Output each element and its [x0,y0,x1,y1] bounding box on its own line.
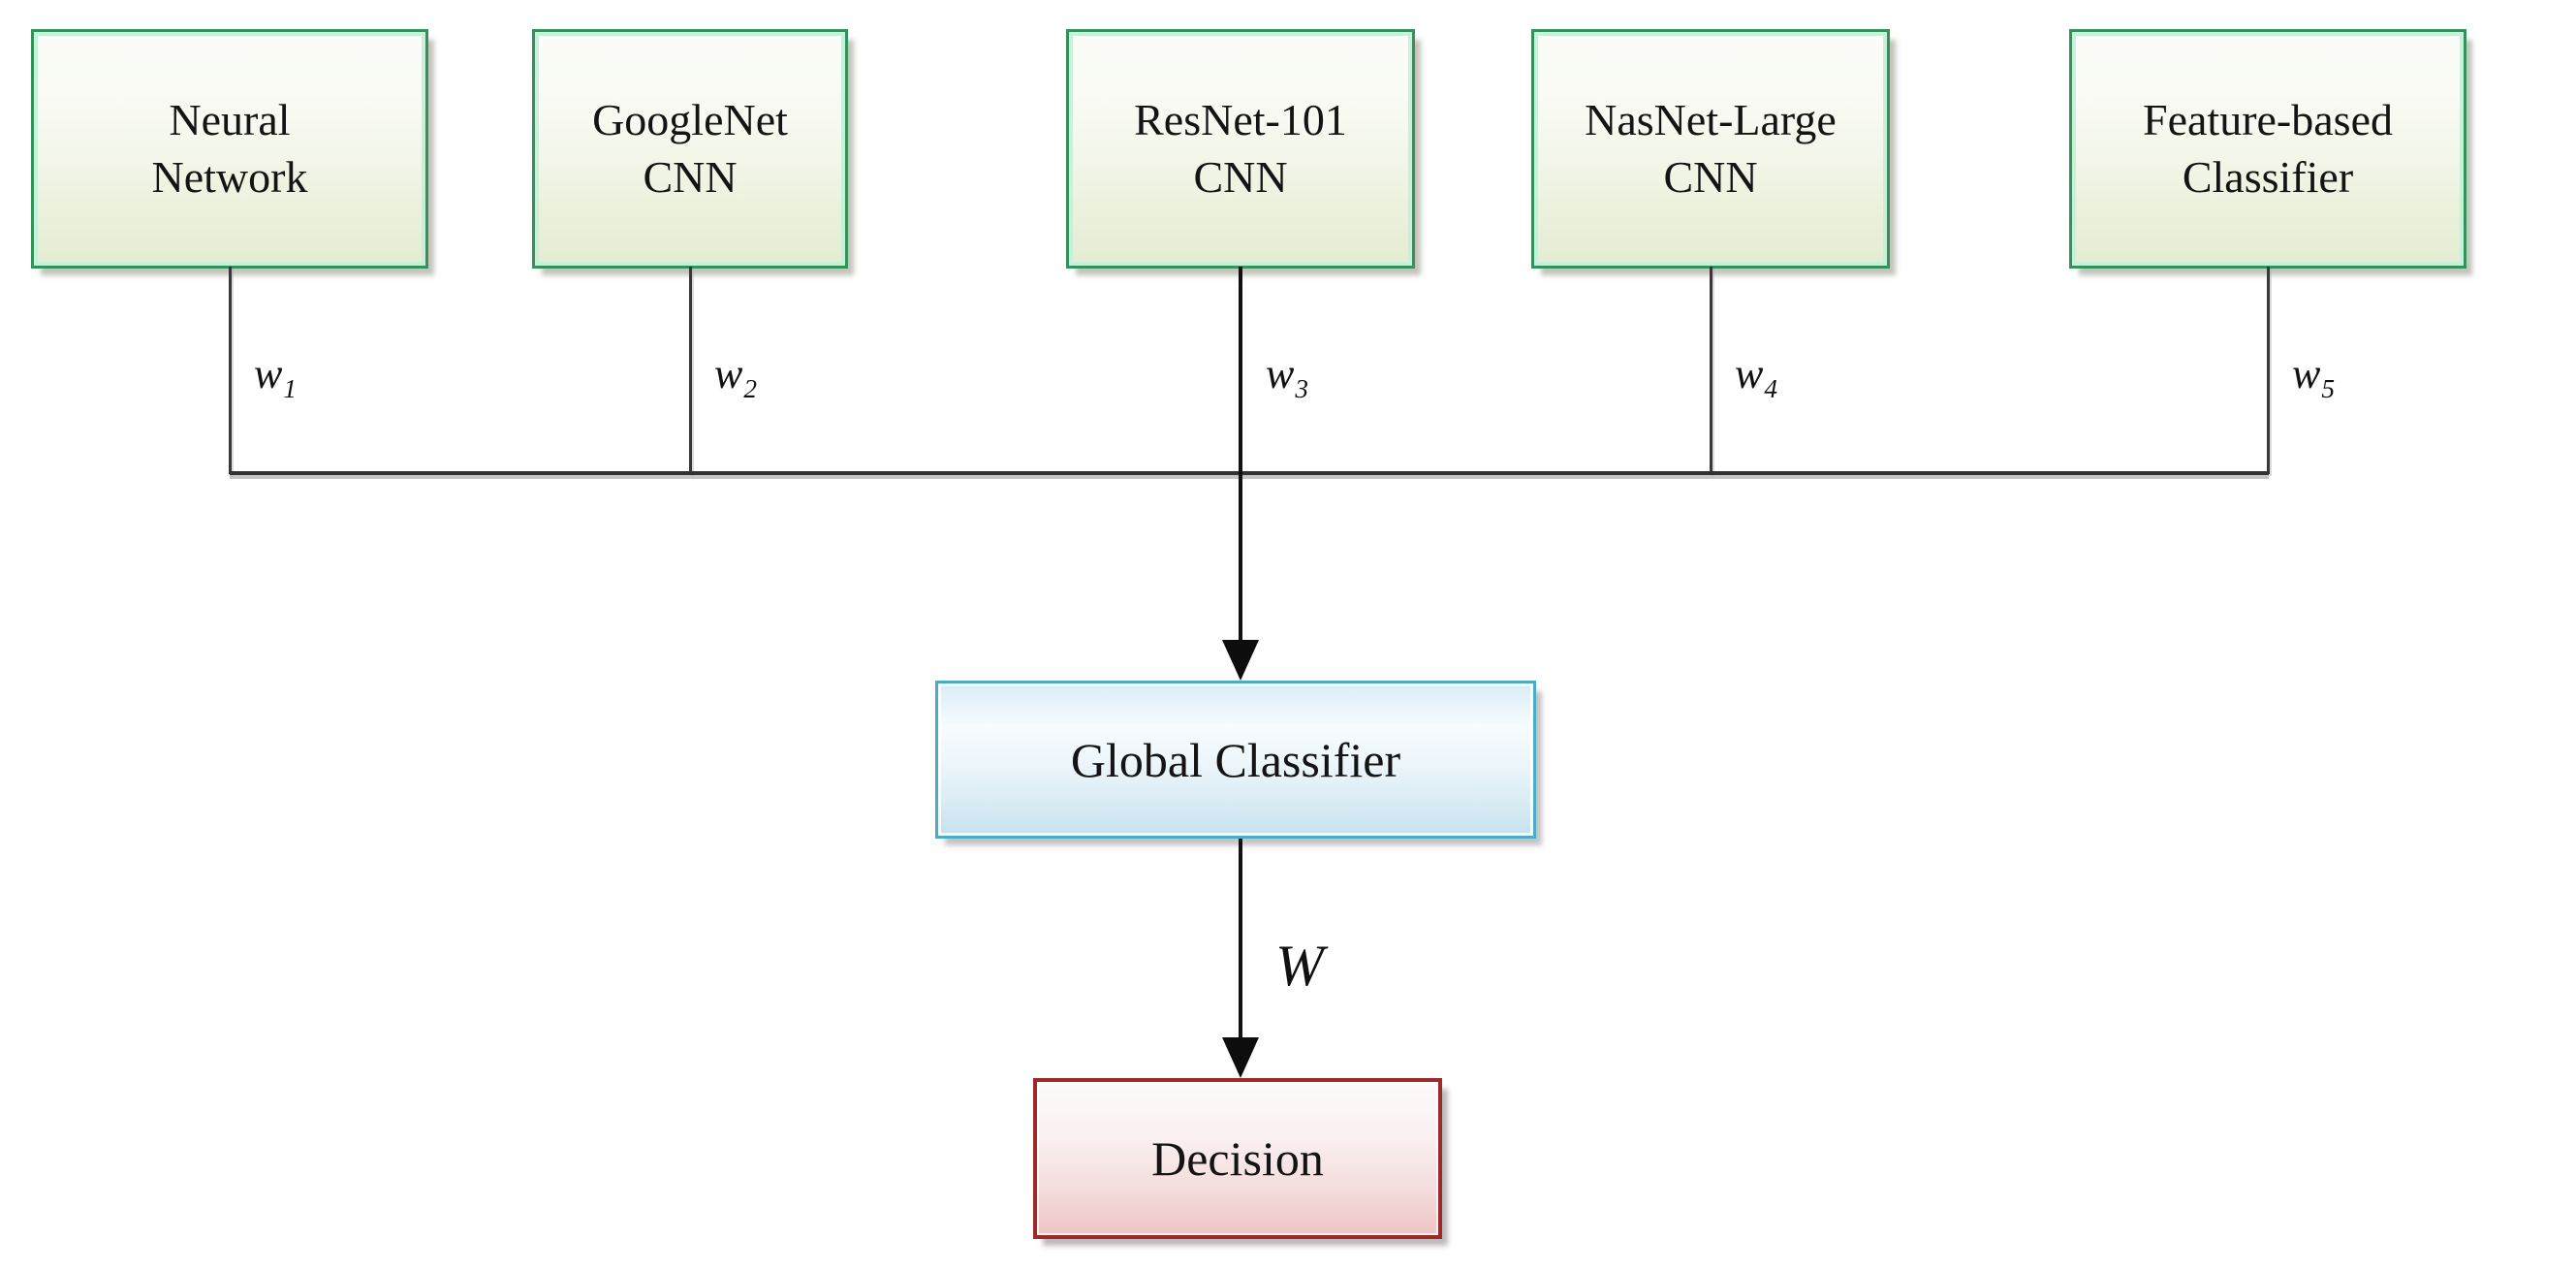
weight-label-w3: w3 [1266,350,1309,403]
classifier-box-label-line: GoogleNet [592,94,788,144]
global-classifier-box: Global Classifier [935,681,1536,839]
classifier-box-label-line: CNN [1663,151,1758,202]
classifier-box-label-line: CNN [643,151,738,202]
weight-label-w1: w1 [254,350,298,403]
arrowhead-into-decision [1222,1037,1259,1078]
weight-label-w2: w2 [714,350,758,403]
classifier-box-feature-based: Feature-based Classifier [2069,29,2466,269]
main-arrow-line [1239,267,1242,647]
connector-line-googlenet [689,267,692,474]
classifier-box-label-line: ResNet-101 [1134,94,1347,144]
classifier-box-label-line: CNN [1193,151,1288,202]
final-weight-label: W [1275,934,1324,998]
classifier-box-label-line: Feature-based [2143,94,2393,144]
classifier-box-resnet-101-cnn: ResNet-101 CNN [1066,29,1415,269]
decision-label: Decision [1151,1131,1324,1186]
arrowhead-into-global-classifier [1222,640,1259,681]
connector-line-neural-network [229,267,232,474]
connector-line-feature-based [2267,267,2270,474]
decision-box: Decision [1033,1078,1442,1239]
classifier-box-label-line: NasNet-Large [1585,94,1837,144]
weight-label-w5: w5 [2292,350,2336,403]
connector-line-nasnet [1710,267,1712,474]
weight-label-w4: w4 [1735,350,1778,403]
classifier-box-label-line: Network [151,151,308,202]
global-classifier-label: Global Classifier [1070,732,1401,787]
classifier-box-label-line: Neural [169,94,291,144]
classifier-box-neural-network: Neural Network [31,29,428,269]
decision-arrow-line [1239,839,1242,1042]
classifier-box-label-line: Classifier [2182,151,2354,202]
classifier-box-nasnet-large-cnn: NasNet-Large CNN [1531,29,1890,269]
classifier-box-googlenet-cnn: GoogleNet CNN [532,29,848,269]
bus-line [230,471,2269,475]
